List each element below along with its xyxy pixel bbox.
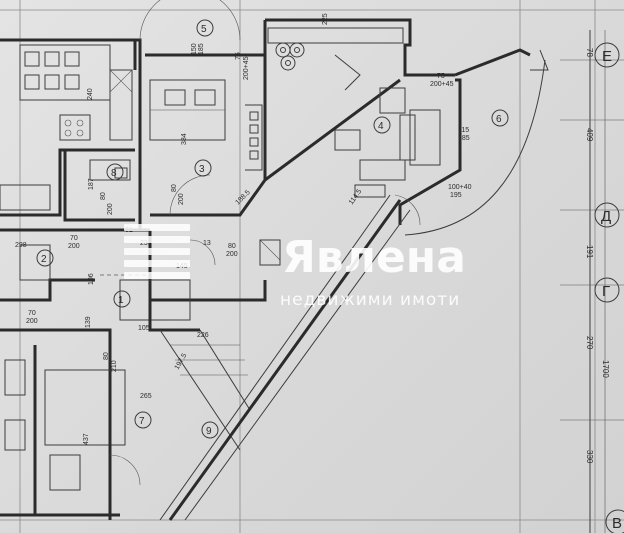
door-tag-w: 80 [100, 192, 107, 200]
door-tag-w: 150 [191, 43, 198, 55]
door-tag-h: 200 [68, 243, 80, 250]
room-number-1: 1 [118, 295, 124, 306]
axis-dim-78: 78 [585, 48, 594, 57]
axis-letter-v: В [612, 515, 622, 532]
axis-dim-1700: 1700 [601, 360, 610, 378]
dimension-label: 226 [197, 332, 209, 339]
room-number-7: 7 [139, 416, 145, 427]
room-number-2: 2 [41, 254, 47, 265]
door-tag-h: 200 [178, 193, 185, 205]
left-rooms [0, 38, 150, 517]
dimension-label: 13 [203, 240, 211, 247]
axis-dim-330: 330 [585, 450, 594, 464]
door-tag-w: 80 [228, 243, 236, 250]
door-tag-h: 195 [450, 192, 462, 199]
axis-grid [560, 30, 624, 533]
axis-letter-e: E [602, 48, 612, 65]
dimension-label: 240 [87, 88, 94, 100]
door-tag-h: 185 [198, 43, 205, 55]
door-tags: 70 200 80 200 70 200 80 200 80 200 80 21… [26, 43, 472, 372]
room-number-6: 6 [496, 114, 502, 125]
dimension-label: 437 [83, 433, 90, 445]
door-tag-w: 100+40 [448, 184, 472, 191]
door-tag-h: 200+45 [430, 81, 454, 88]
brand-name: Явлена [282, 232, 466, 283]
brand-subtitle: недвижими имоти [280, 290, 460, 310]
dimension-label: 265 [140, 393, 152, 400]
potted-plants [275, 42, 305, 71]
room-number-4: 4 [378, 121, 384, 132]
door-tag-w: 80 [171, 184, 178, 192]
door-tag-h: 210 [111, 360, 118, 372]
dimension-label: 233 [140, 240, 152, 247]
door-tag-w: 115 [458, 127, 469, 134]
dimension-label: 225 [322, 13, 329, 25]
door-tag-h: 200 [107, 203, 114, 215]
dimension-label: 384 [181, 133, 188, 145]
door-tag-w: 80 [103, 352, 110, 360]
door-tag-h: 200 [26, 318, 38, 325]
dimension-label: 187 [88, 178, 95, 190]
right-rooms [159, 18, 549, 521]
door-tag-h: 185 [458, 135, 470, 142]
axis-letter-g: Г [602, 283, 610, 300]
door-tag-h: 200+45 [243, 56, 250, 80]
door-tag-h: 200 [226, 251, 238, 258]
room-number-5: 5 [201, 24, 207, 35]
room-markers: 1 2 3 4 5 6 7 8 9 [36, 19, 509, 439]
door-tag-w: 75 [235, 52, 242, 60]
watermark: Явлена недвижими имоти [124, 224, 466, 310]
axis-dim-409: 409 [585, 128, 594, 142]
dimension-label: 105 [138, 325, 150, 332]
dimension-label: 197.5 [174, 352, 189, 371]
axis-letter-d: Д [601, 208, 611, 225]
door-tag-w: 70 [70, 235, 78, 242]
room-number-3: 3 [199, 164, 205, 175]
door-tag-w: 75 [437, 73, 445, 80]
axis-dim-270: 270 [585, 336, 594, 350]
room-number-9: 9 [206, 426, 212, 437]
dimension-label: 139 [85, 316, 92, 328]
dimension-label: 106 [88, 273, 95, 285]
door-tag-w: 70 [28, 310, 36, 317]
room-number-8: 8 [111, 168, 117, 179]
dimension-label: 298 [15, 242, 27, 249]
axis-dim-191: 191 [585, 245, 594, 259]
brand-logo-icon [124, 224, 190, 279]
